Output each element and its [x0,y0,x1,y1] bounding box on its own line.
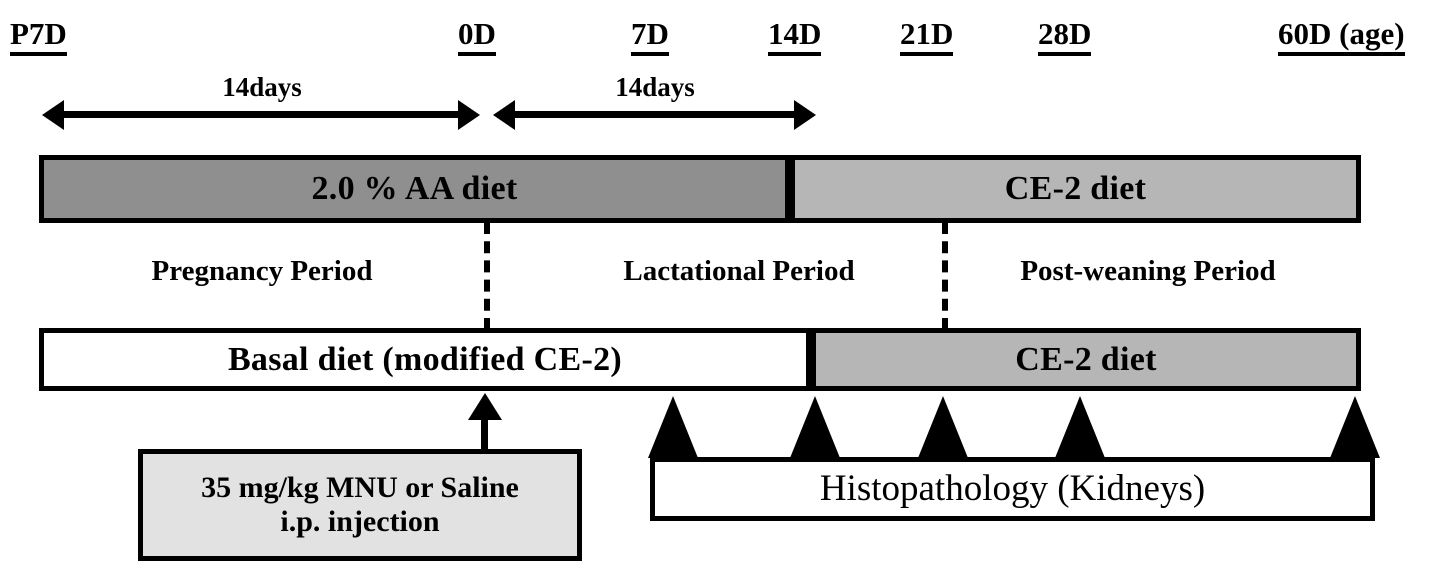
diet-segment-aa: 2.0 % AA diet [39,155,790,223]
arrowhead-left-icon [493,100,515,130]
tick-label-0d: 0D [458,18,496,56]
tick-label-28d: 28D [1038,18,1092,56]
duration-label-pregnancy: 14days [222,72,302,102]
histopathology-label: Histopathology (Kidneys) [819,467,1206,509]
diet-segment-basal: Basal diet (modified CE-2) [39,328,811,391]
period-label-post-weaning: Post-weaning Period [1020,255,1276,287]
sampling-marker-28d-icon [1055,396,1105,458]
arrowhead-right-icon [458,100,480,130]
diet-segment-ce2-offspring: CE-2 diet [811,328,1361,391]
injection-arrowhead-icon [468,393,502,420]
tick-label-7d: 7D [631,18,669,56]
sampling-marker-14d-icon [790,396,840,458]
duration-label-lactation: 14days [615,72,695,102]
mnu-injection-line-1: 35 mg/kg MNU or Saline [201,470,519,504]
duration-arrow-pregnancy [42,96,480,132]
tick-label-60d: 60D (age) [1278,18,1405,56]
diet-segment-ce2-offspring-label: CE-2 diet [1015,340,1157,378]
injection-arrow-shaft [481,412,488,450]
separator-birth [484,222,490,330]
arrow-shaft [60,111,462,118]
tick-label-14d: 14D [768,18,822,56]
diet-segment-basal-label: Basal diet (modified CE-2) [227,340,623,378]
histopathology-box: Histopathology (Kidneys) [650,457,1375,521]
period-label-pregnancy: Pregnancy Period [151,255,373,287]
diet-segment-ce2-maternal-label: CE-2 diet [1004,170,1147,207]
diet-segment-aa-label: 2.0 % AA diet [311,170,518,207]
mnu-injection-line-2: i.p. injection [280,505,440,538]
arrowhead-left-icon [42,100,64,130]
arrowhead-right-icon [794,100,816,130]
tick-label-p7d: P7D [10,18,67,56]
sampling-marker-7d-icon [648,396,698,458]
arrow-shaft [511,111,798,118]
sampling-marker-21d-icon [918,396,968,458]
sampling-marker-60d-icon [1330,396,1380,458]
separator-weaning [942,222,948,330]
diet-segment-ce2-maternal: CE-2 diet [790,155,1361,223]
period-label-lactational: Lactational Period [623,255,855,287]
tick-label-21d: 21D [900,18,954,56]
duration-arrow-lactation [493,96,816,132]
mnu-injection-box: 35 mg/kg MNU or Saline i.p. injection [138,449,582,561]
